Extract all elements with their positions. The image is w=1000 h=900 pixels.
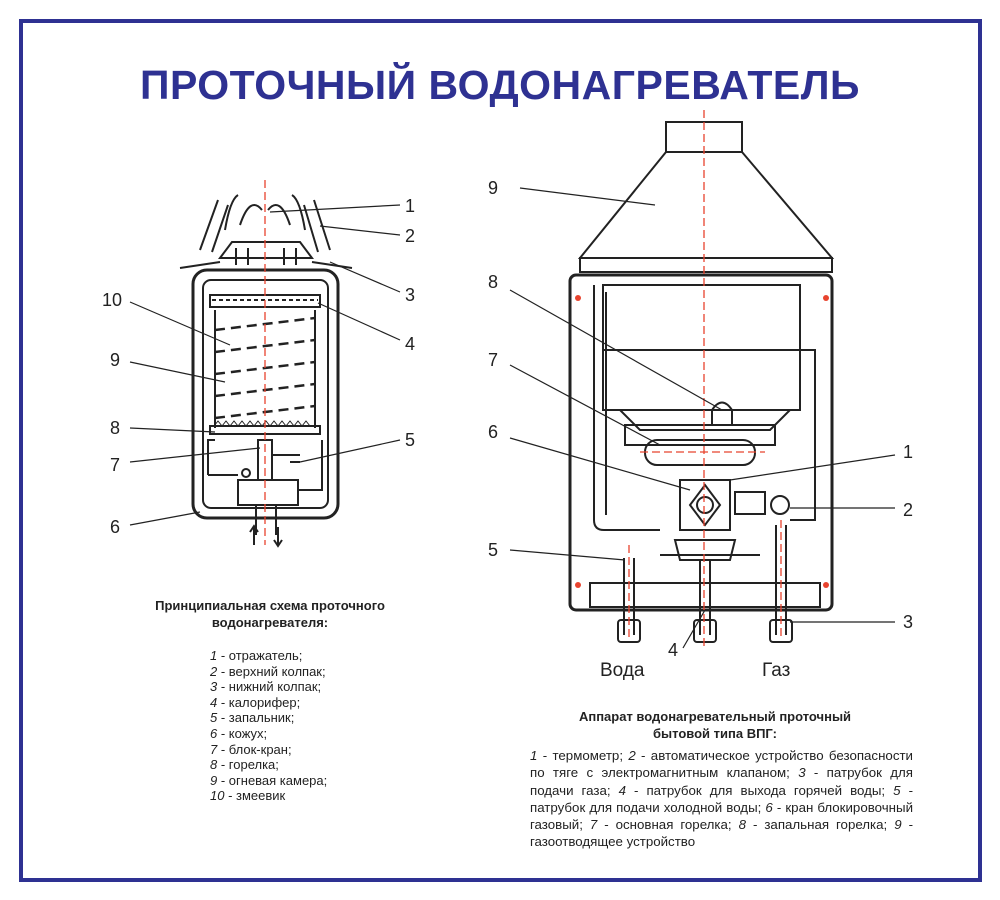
left-callout-3: 3 (405, 285, 416, 305)
water-label: Вода (600, 660, 645, 681)
right-callout-5: 5 (488, 540, 499, 560)
left-callout-8: 8 (110, 418, 121, 438)
poster-title: ПРОТОЧНЫЙ ВОДОНАГРЕВАТЕЛЬ (140, 62, 860, 108)
axis-lines (628, 110, 782, 650)
pilot-burner (711, 401, 733, 425)
draft-safety-device (770, 495, 790, 515)
left-callout-7: 7 (110, 455, 121, 475)
right-callout-9: 9 (488, 178, 499, 198)
right-caption: Аппарат водонагревательный проточный быт… (530, 708, 900, 742)
legend-item: 1 - отражатель; (210, 648, 303, 663)
left-callout-1: 1 (405, 196, 416, 216)
right-caption-line: бытовой типа ВПГ: (653, 726, 777, 741)
right-caption-line: Аппарат водонагревательный проточный (578, 709, 852, 724)
legend-item: 2 - верхний колпак; (210, 663, 326, 679)
left-caption-line: водонагревателя: (211, 615, 329, 630)
hood (577, 151, 835, 259)
exhaust-arrows (224, 194, 306, 265)
right-callout-2: 2 (903, 500, 914, 520)
water-pipe-right (603, 349, 816, 521)
left-callout-2: 2 (405, 226, 416, 246)
legend-item: 3 - нижний колпак; (210, 679, 322, 695)
right-callout-8: 8 (488, 272, 499, 292)
electromagnetic-valve (734, 491, 766, 515)
left-callout-6: 6 (110, 517, 121, 537)
main-burner (624, 424, 776, 446)
legend-item: 6 - кожух; (210, 725, 268, 741)
legend-item: 5 - запальник; (210, 710, 295, 726)
right-callout-4: 4 (668, 640, 679, 660)
left-legend: 1 - отражатель; 2 - верхний колпак; 3 - … (210, 648, 327, 804)
hood-rim (579, 257, 833, 273)
legend-item: 9 - огневая камера; (210, 772, 328, 788)
reflector (218, 241, 314, 259)
legend-item: 10 - змеевик (210, 788, 286, 804)
left-caption-line: Принципиальная схема проточного (155, 598, 385, 613)
left-callout-10: 10 (102, 290, 123, 310)
hot-water-nozzle (693, 619, 717, 643)
gas-label: Газ (762, 660, 791, 681)
gas-block-valve (679, 479, 731, 531)
legend-item: 7 - блок-кран; (210, 741, 292, 757)
left-callout-5: 5 (405, 430, 416, 450)
right-leader-lines (509, 187, 896, 649)
right-callout-3: 3 (903, 612, 914, 632)
nozzles (623, 525, 787, 635)
poster-frame (19, 19, 982, 882)
left-leader-lines (129, 204, 401, 526)
right-callout-6: 6 (488, 422, 499, 442)
legend-item: 8 - горелка; (210, 757, 279, 773)
upper-cap (199, 199, 331, 253)
water-arrows (253, 505, 279, 545)
left-callout-4: 4 (405, 334, 416, 354)
right-description: 1 - термометр; 2 - автоматическое устрой… (530, 748, 914, 850)
water-pipe-left (593, 285, 660, 531)
lower-cap-arrows (179, 261, 353, 269)
block-valve (237, 479, 299, 506)
heat-exchanger (602, 284, 801, 411)
left-callout-9: 9 (110, 350, 121, 370)
left-caption: Принципиальная схема проточного водонагр… (120, 597, 420, 631)
legend-item: 4 - калорифер; (210, 694, 301, 710)
right-callout-1: 1 (903, 442, 914, 462)
right-callout-7: 7 (488, 350, 499, 370)
bottom-manifold (589, 582, 821, 608)
